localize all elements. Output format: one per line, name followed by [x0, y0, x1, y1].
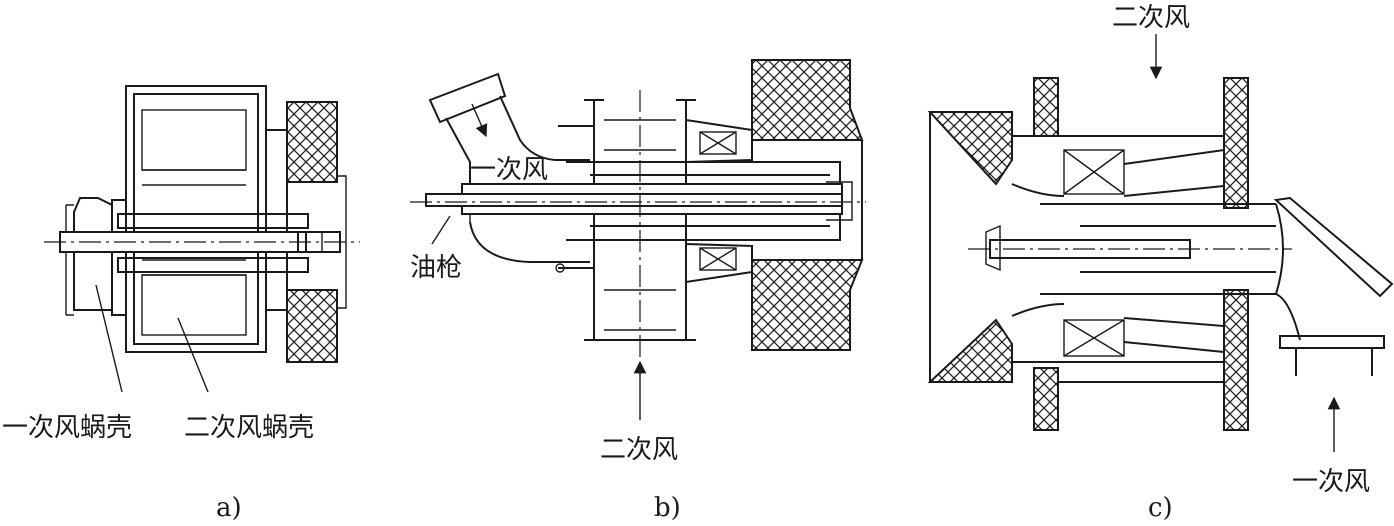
central-pipe-a: [44, 175, 360, 309]
furnace-wall-a: [286, 101, 338, 363]
label-secondary-volute: 二次风蜗壳: [184, 413, 314, 443]
leader-oil-gun: [431, 215, 451, 245]
label-primary-air-c: 一次风: [1292, 467, 1370, 497]
centre-tubes-c: [968, 203, 1292, 295]
leader-secondary-volute: [177, 317, 209, 393]
secondary-volute-a: [125, 85, 288, 353]
label-primary-volute: 一次风蜗壳: [2, 413, 132, 443]
secondary-air-box-b: [555, 99, 696, 341]
primary-air-duct-c: [1273, 196, 1394, 376]
inner-tubes-b: [410, 90, 866, 360]
primary-air-arrow-b: [471, 103, 488, 138]
label-secondary-air-c: 二次风: [1112, 3, 1190, 33]
caption-c: c): [1148, 493, 1173, 523]
figure-b: 一次风 油枪 二次风 b): [410, 59, 866, 523]
leader-primary-volute: [95, 284, 123, 393]
figure-c: 二次风 一次风 c): [927, 3, 1394, 523]
label-primary-air-b: 一次风: [470, 155, 548, 185]
windbox-c: [1011, 135, 1225, 383]
figure-a: 一次风蜗壳 二次风蜗壳 a): [2, 85, 360, 523]
furnace-wall-c: [1012, 77, 1249, 431]
burner-throat-c: [927, 111, 1013, 383]
label-secondary-air-b: 二次风: [600, 435, 678, 465]
primary-volute-a: [65, 197, 127, 316]
swirler-b: [685, 118, 753, 284]
label-oil-gun: 油枪: [410, 253, 462, 283]
caption-b: b): [654, 493, 681, 523]
primary-air-elbow-b: [428, 72, 590, 263]
furnace-wall-b: [751, 59, 864, 351]
caption-a: a): [216, 493, 242, 523]
